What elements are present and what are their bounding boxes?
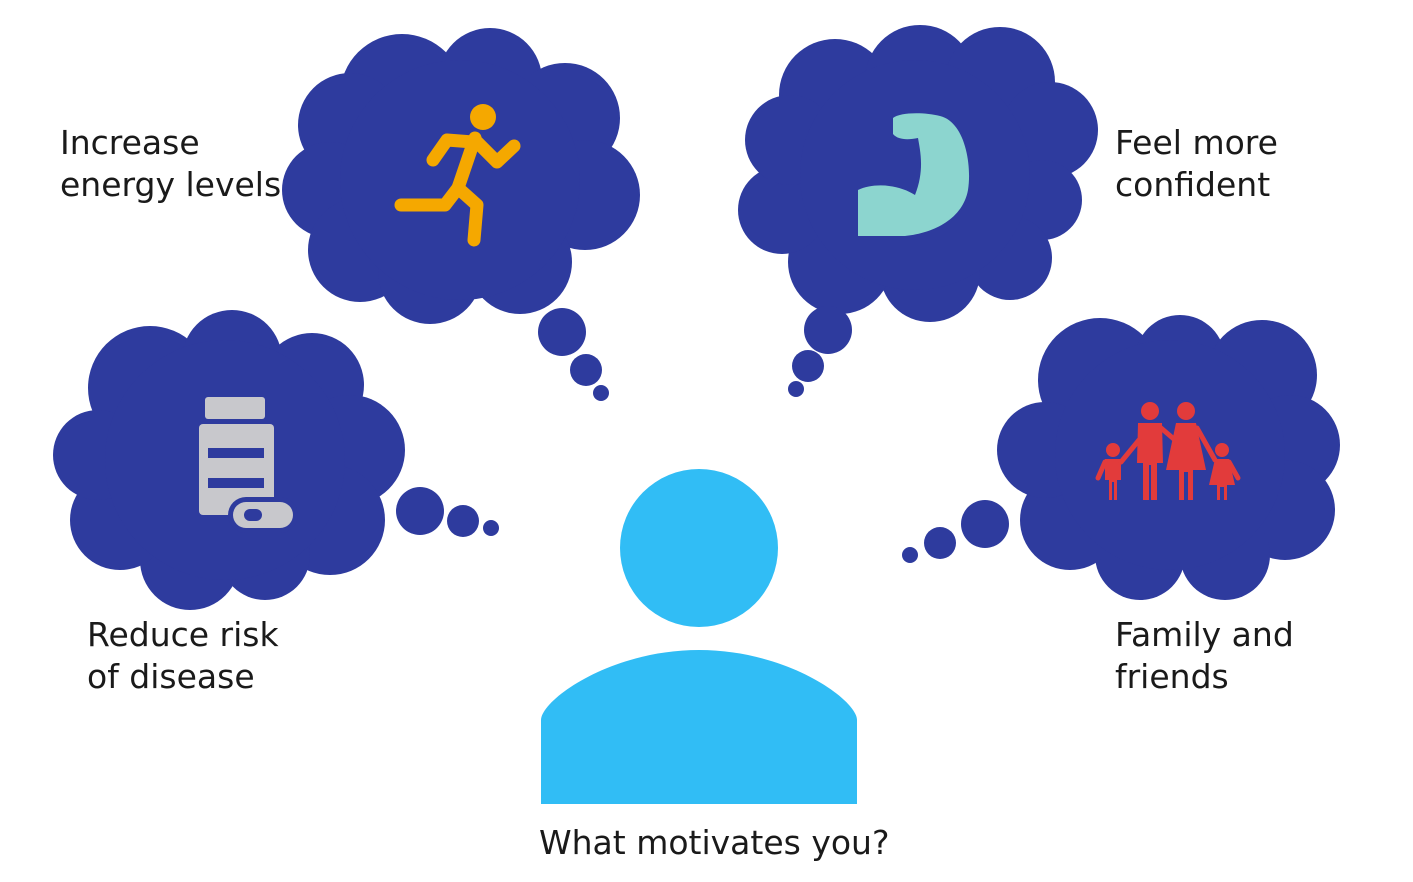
thought-cloud-family (997, 315, 1340, 600)
thought-bubbles-family (902, 500, 1009, 563)
pill-bottle-icon (199, 397, 298, 533)
thought-bubbles-energy (538, 308, 609, 401)
thought-cloud-confident (738, 25, 1098, 322)
question-caption: What motivates you? (539, 823, 890, 862)
thought-cloud-energy (282, 28, 640, 324)
thought-bubbles-confident (788, 306, 852, 397)
person-silhouette (541, 469, 857, 804)
thought-bubbles-disease (396, 487, 499, 537)
running-person-icon (394, 104, 521, 247)
family-icon (1095, 402, 1241, 500)
flexed-arm-icon (858, 113, 970, 236)
